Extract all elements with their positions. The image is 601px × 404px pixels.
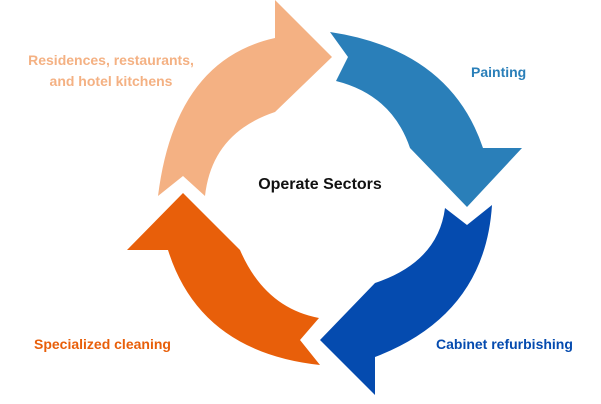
arrow-painting bbox=[330, 32, 522, 207]
step-label-residences: Residences, restaurants, and hotel kitch… bbox=[0, 50, 222, 92]
step-label-cleaning: Specialized cleaning bbox=[34, 334, 171, 355]
center-title: Operate Sectors bbox=[258, 176, 382, 193]
step-label-line: Painting bbox=[471, 64, 527, 80]
step-label-line: Residences, restaurants, bbox=[28, 52, 194, 68]
step-label-painting: Painting bbox=[471, 62, 526, 83]
arrow-cleaning bbox=[127, 193, 320, 365]
step-label-line: and hotel kitchens bbox=[49, 73, 173, 89]
arrow-residences bbox=[158, 0, 332, 196]
arrow-cabinet bbox=[320, 205, 492, 395]
step-label-cabinet: Cabinet refurbishing bbox=[436, 334, 573, 355]
step-label-line: Cabinet refurbishing bbox=[436, 336, 573, 352]
step-label-line: Specialized cleaning bbox=[34, 336, 171, 352]
